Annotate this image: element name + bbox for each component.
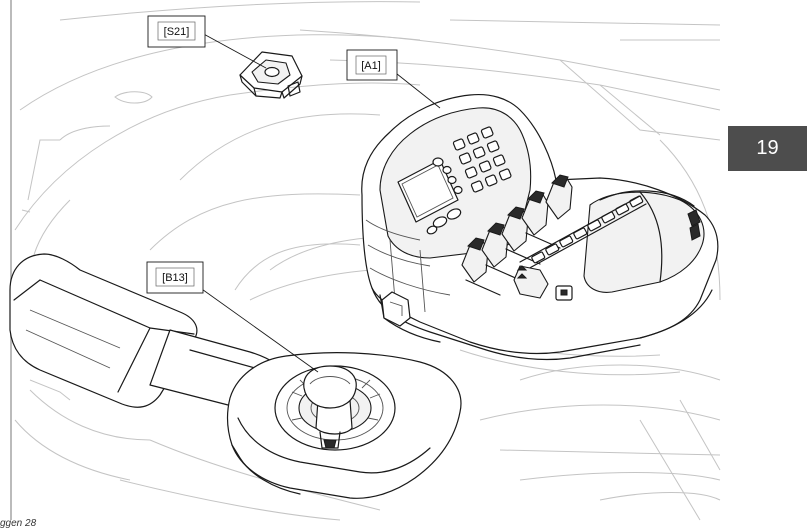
- b13-joystick-armrest-drawing: [9, 253, 462, 499]
- console-button-row: [519, 195, 647, 271]
- callout-leaders: [191, 31, 441, 373]
- page-number-tab: 19: [728, 126, 807, 171]
- figure-caption: ggen 28: [0, 518, 37, 529]
- a1-control-console-drawing: [361, 93, 719, 361]
- callout-b13-label: [B13]: [162, 272, 188, 284]
- callout-a1-label: [A1]: [361, 60, 381, 72]
- callout-s21: [S21]: [147, 15, 206, 48]
- callout-b13: [B13]: [146, 261, 204, 294]
- console-levers: [461, 174, 573, 296]
- callout-s21-label: [S21]: [164, 26, 190, 38]
- page-number: 19: [756, 137, 779, 159]
- callout-a1: [A1]: [346, 49, 398, 81]
